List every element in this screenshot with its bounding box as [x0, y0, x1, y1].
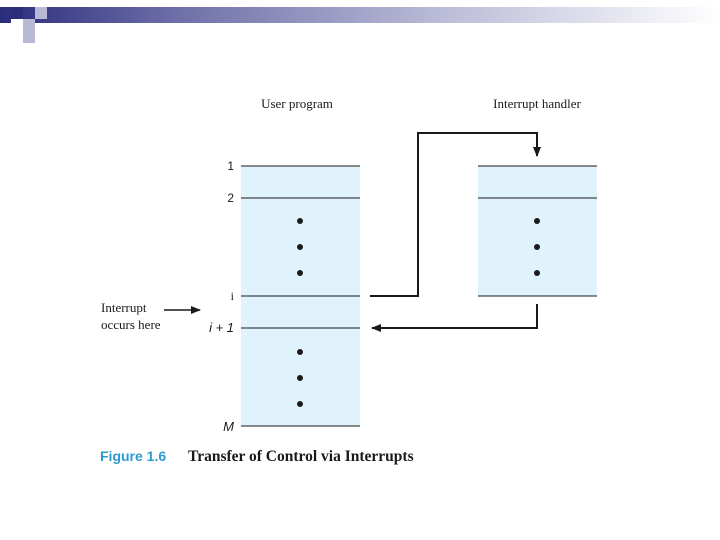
line-label-2: 2 — [227, 191, 234, 205]
user-dot — [297, 270, 303, 276]
title-bar-gradient — [0, 7, 720, 23]
return-to-program-arrow — [371, 304, 538, 332]
user-dot — [297, 218, 303, 224]
corner-square-4 — [23, 31, 35, 43]
handler-dot — [534, 218, 540, 224]
user-dot — [297, 244, 303, 250]
handler-dot — [534, 270, 540, 276]
interrupt-note-line1: Interrupt — [101, 300, 147, 315]
user-program-heading: User program — [261, 96, 333, 111]
interrupt-handler-box — [478, 166, 597, 296]
corner-square-3 — [35, 7, 47, 19]
figure-title: Transfer of Control via Interrupts — [188, 448, 414, 465]
line-label-M: M — [223, 419, 234, 434]
line-label-i: i — [231, 289, 235, 303]
line-label-i-plus-1: i + 1 — [209, 320, 234, 335]
line-label-1: 1 — [227, 159, 234, 173]
user-dot — [297, 401, 303, 407]
corner-square-5 — [11, 19, 23, 31]
interrupt-handler-heading: Interrupt handler — [493, 96, 581, 111]
handler-dot — [534, 244, 540, 250]
figure-number: Figure 1.6 — [100, 448, 166, 464]
user-dot — [297, 349, 303, 355]
transfer-to-handler-arrow — [370, 132, 541, 297]
interrupt-note-line2: occurs here — [101, 317, 161, 332]
corner-square-2 — [23, 19, 35, 31]
user-dot — [297, 375, 303, 381]
corner-square-1 — [11, 7, 23, 19]
